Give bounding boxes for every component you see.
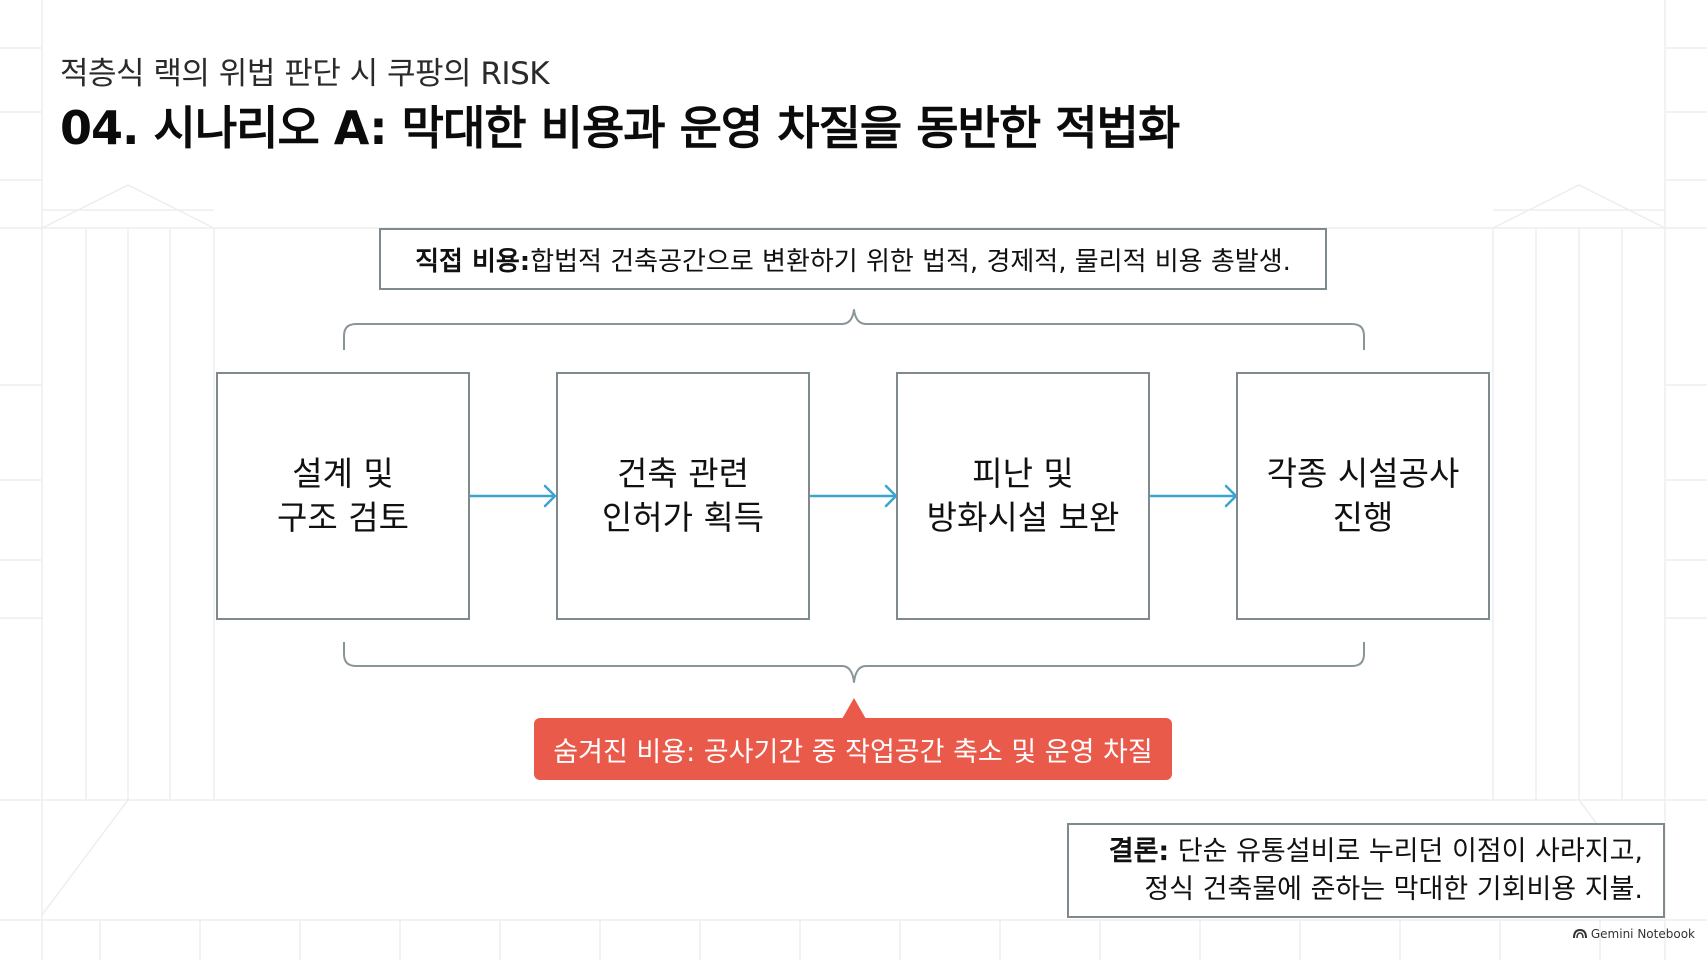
step-line: 인허가 획득 [601,498,765,537]
top-bracket [343,309,1365,350]
hidden-cost-pointer [842,698,866,719]
hidden-cost-text: 숨겨진 비용: 공사기간 중 작업공간 축소 및 운영 차질 [553,736,1153,768]
process-step-4: 각종 시설공사 진행 [1236,372,1490,620]
hidden-cost-box: 숨겨진 비용: 공사기간 중 작업공간 축소 및 운영 차질 [534,718,1172,780]
step-line: 진행 [1332,498,1394,537]
step-line: 설계 및 [292,454,394,493]
conclusion-line-2: 정식 건축물에 준하는 막대한 기회비용 지불. [1144,873,1643,905]
process-step-1: 설계 및 구조 검토 [216,372,470,620]
arrow-right-icon [468,484,557,508]
direct-cost-label: 직접 비용: [415,246,531,277]
conclusion-line-1: 결론: 단순 유통설비로 누리던 이점이 사라지고, [1109,833,1643,871]
step-line: 방화시설 보완 [926,498,1120,537]
brand-name: Gemini Notebook [1590,927,1695,941]
direct-cost-text: 합법적 건축공간으로 변환하기 위한 법적, 경제적, 물리적 비용 총발생. [530,246,1291,277]
arrow-right-icon [1149,484,1238,508]
arrow-right-icon [809,484,898,508]
conclusion-line-1-text: 단순 유통설비로 누리던 이점이 사라지고, [1169,835,1643,867]
step-line: 구조 검토 [277,498,409,537]
direct-cost-box: 직접 비용: 합법적 건축공간으로 변환하기 위한 법적, 경제적, 물리적 비… [379,228,1327,290]
process-step-3: 피난 및 방화시설 보완 [896,372,1150,620]
footer-brand: Gemini Notebook [1572,927,1695,941]
conclusion-box: 결론: 단순 유통설비로 누리던 이점이 사라지고, 정식 건축물에 준하는 막… [1067,823,1665,918]
process-step-2: 건축 관련 인허가 획득 [556,372,810,620]
step-line: 건축 관련 [617,454,749,493]
bottom-bracket [343,642,1365,683]
slide-title: 04. 시나리오 A: 막대한 비용과 운영 차질을 동반한 적법화 [60,101,1180,155]
gemini-logo-icon [1572,929,1587,939]
conclusion-label: 결론: [1108,835,1170,867]
step-line: 피난 및 [972,454,1074,493]
step-line: 각종 시설공사 [1266,454,1460,493]
slide-subtitle: 적층식 랙의 위법 판단 시 쿠팡의 RISK [60,56,550,92]
